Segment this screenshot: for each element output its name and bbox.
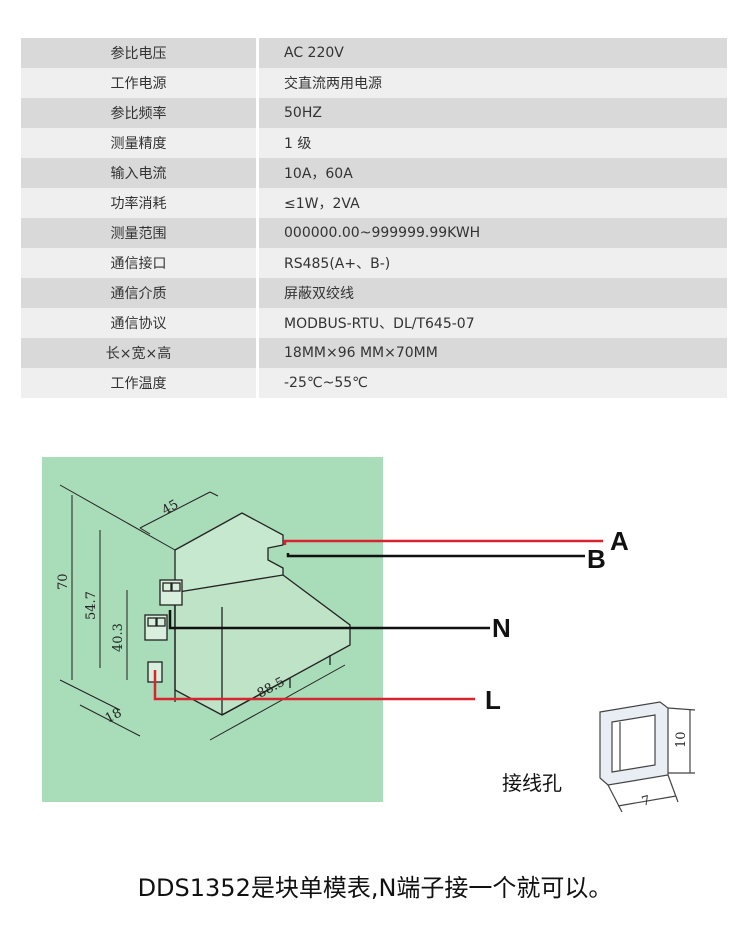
- table-row: 通信接口 RS485(A+、B-): [21, 248, 727, 278]
- hole-dim-10: 10: [674, 731, 689, 748]
- row-value: 18MM×96 MM×70MM: [259, 338, 727, 368]
- row-value: 000000.00~999999.99KWH: [259, 218, 727, 248]
- terminal-l-label: L: [485, 685, 501, 715]
- wires: [153, 539, 603, 701]
- terminal-a-label: A: [610, 526, 629, 556]
- wire-n: [168, 610, 490, 630]
- table-row: 输入电流 10A，60A: [21, 158, 727, 188]
- dim-18: 18: [103, 706, 125, 727]
- row-value: RS485(A+、B-): [259, 248, 727, 278]
- wiring-hole-label: 接线孔: [502, 771, 562, 795]
- table-row: 参比频率 50HZ: [21, 98, 727, 128]
- dim-40-3: 40.3: [111, 623, 126, 652]
- row-label: 功率消耗: [21, 188, 259, 218]
- table-row: 测量精度 1 级: [21, 128, 727, 158]
- meter-drawing: [144, 512, 351, 716]
- row-value: 屏蔽双绞线: [259, 278, 727, 308]
- dim-54-7: 54.7: [84, 591, 99, 620]
- wire-b: [286, 553, 585, 558]
- row-value: 50HZ: [259, 98, 727, 128]
- wire-a: [283, 539, 603, 545]
- row-value: -25℃~55℃: [259, 368, 727, 398]
- table-row: 测量范围 000000.00~999999.99KWH: [21, 218, 727, 248]
- caption: DDS1352是块单模表,N端子接一个就可以。: [137, 874, 613, 902]
- terminal-b-label: B: [587, 544, 606, 574]
- table-row: 工作温度 -25℃~55℃: [21, 368, 727, 398]
- wire-l: [153, 670, 475, 701]
- table-row: 参比电压 AC 220V: [21, 38, 727, 68]
- row-value: 1 级: [259, 128, 727, 158]
- row-label: 参比电压: [21, 38, 259, 68]
- wiring-diagram: 45 70 54.7 40.3 88.5 18 A B N L: [0, 440, 750, 840]
- row-label: 通信协议: [21, 308, 259, 338]
- dimension-lines: [59, 484, 346, 741]
- dim-45: 45: [160, 497, 182, 518]
- hole-dim-7: 7: [640, 793, 652, 810]
- row-value: 交直流两用电源: [259, 68, 727, 98]
- terminal-n-label: N: [492, 613, 511, 643]
- row-label: 通信介质: [21, 278, 259, 308]
- row-label: 通信接口: [21, 248, 259, 278]
- row-label: 工作电源: [21, 68, 259, 98]
- dim-70: 70: [56, 573, 71, 590]
- row-value: AC 220V: [259, 38, 727, 68]
- row-label: 工作温度: [21, 368, 259, 398]
- row-value: ≤1W，2VA: [259, 188, 727, 218]
- row-value: 10A，60A: [259, 158, 727, 188]
- table-row: 工作电源 交直流两用电源: [21, 68, 727, 98]
- table-row: 功率消耗 ≤1W，2VA: [21, 188, 727, 218]
- row-label: 测量精度: [21, 128, 259, 158]
- table-row: 长×宽×高 18MM×96 MM×70MM: [21, 338, 727, 368]
- row-label: 测量范围: [21, 218, 259, 248]
- spec-table: 参比电压 AC 220V 工作电源 交直流两用电源 参比频率 50HZ 测量精度…: [21, 38, 727, 398]
- row-label: 输入电流: [21, 158, 259, 188]
- row-label: 参比频率: [21, 98, 259, 128]
- table-row: 通信协议 MODBUS-RTU、DL/T645-07: [21, 308, 727, 338]
- wiring-diagram-svg: 45 70 54.7 40.3 88.5 18 A B N L: [42, 457, 696, 813]
- row-label: 长×宽×高: [21, 338, 259, 368]
- wiring-hole-drawing: [599, 701, 696, 813]
- table-row: 通信介质 屏蔽双绞线: [21, 278, 727, 308]
- row-value: MODBUS-RTU、DL/T645-07: [259, 308, 727, 338]
